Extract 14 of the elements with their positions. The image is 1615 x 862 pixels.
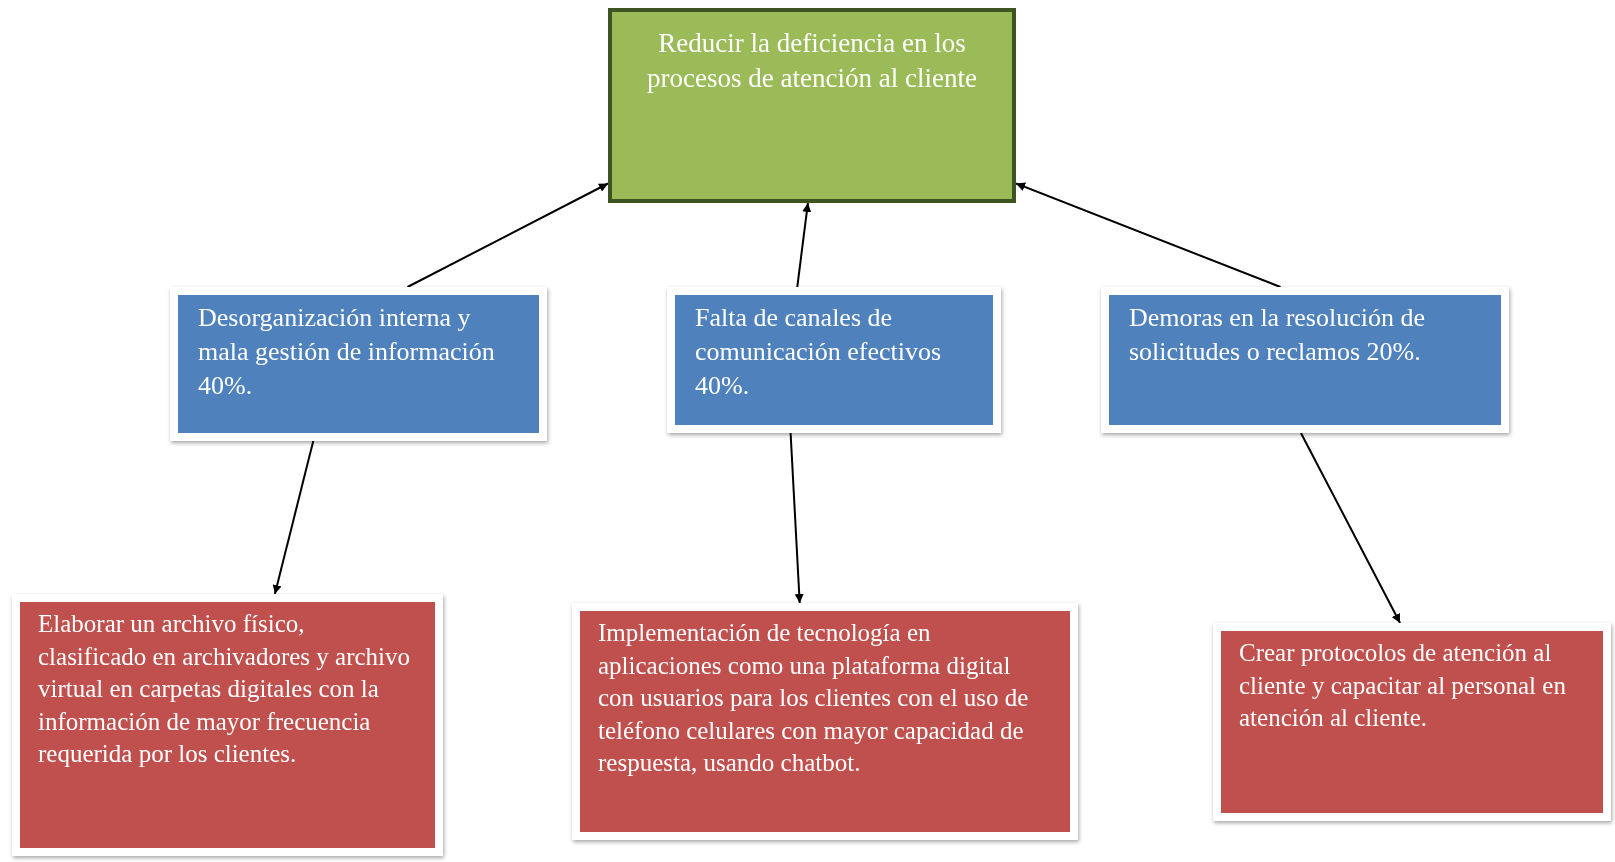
- box-text: Falta de canales de comunicación efectivos 40%.: [695, 302, 943, 402]
- arrow: [1299, 432, 1402, 624]
- arrow: [789, 432, 804, 604]
- arrow: [1015, 182, 1282, 288]
- arrow: [272, 440, 315, 595]
- box-text: Desorganización interna y mala gestión de información 40%.: [198, 302, 496, 402]
- box-text: Crear protocolos de atención al cliente y capacitar al personal en atención al cliente.: [1239, 638, 1567, 733]
- goal-box: [608, 8, 1016, 203]
- box-text: Reducir la deficiencia en los procesos de atención al cliente: [646, 27, 978, 96]
- box-text: Elaborar un archivo físico, clasificado en archivadores y archivo virtual en carpetas digitales con la información de mayor frecuencia requerida por los clientes.: [38, 609, 412, 769]
- box-text: Implementación de tecnología en aplicaciones como una plataforma digital con usuarios para los clientes con el uso de teléfono celulares con mayor capacidad de respuesta, usando chatbot.: [598, 618, 1030, 778]
- box-text: Demoras en la resolución de solicitudes o reclamos 20%.: [1129, 302, 1426, 368]
- arrow: [796, 202, 812, 288]
- arrow: [406, 182, 609, 288]
